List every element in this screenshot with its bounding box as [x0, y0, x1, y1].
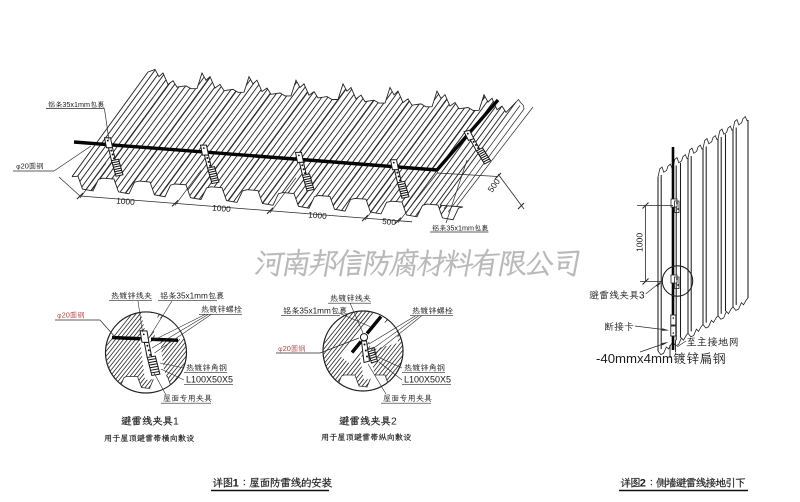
- svg-text:2: 2: [640, 478, 646, 490]
- svg-text:500: 500: [382, 217, 397, 227]
- svg-text:2: 2: [391, 417, 397, 428]
- svg-text:1: 1: [173, 417, 179, 428]
- svg-text:1000: 1000: [212, 203, 232, 214]
- svg-text:1000: 1000: [308, 210, 328, 221]
- svg-text:1: 1: [233, 478, 239, 490]
- svg-text:3: 3: [639, 291, 645, 302]
- svg-text:L100X50X5: L100X50X5: [404, 375, 451, 385]
- svg-text:L100X50X5: L100X50X5: [186, 375, 233, 385]
- svg-text:1000: 1000: [635, 233, 645, 252]
- svg-text:1000: 1000: [116, 196, 136, 207]
- svg-text:35x1mm: 35x1mm: [176, 292, 208, 301]
- svg-text:-40mmx4mm: -40mmx4mm: [596, 351, 673, 366]
- svg-text:20: 20: [283, 344, 291, 353]
- svg-text:35x1mm: 35x1mm: [446, 224, 474, 233]
- svg-text:20: 20: [62, 311, 70, 320]
- svg-text:20: 20: [21, 162, 29, 171]
- svg-text:35x1mm: 35x1mm: [62, 100, 90, 109]
- svg-text:35x1mm: 35x1mm: [299, 307, 331, 316]
